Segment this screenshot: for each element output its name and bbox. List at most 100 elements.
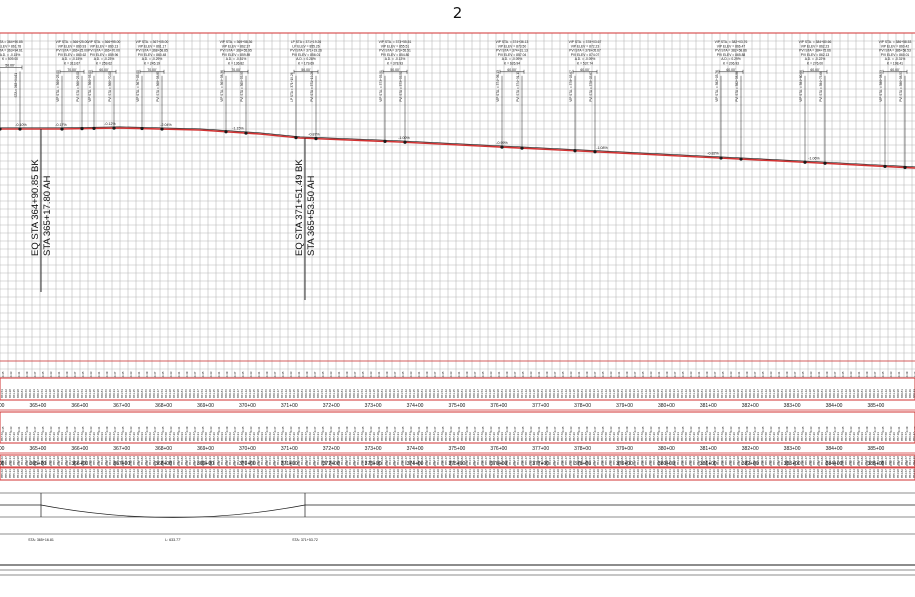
pt-station-label: STA: 371+53.72 bbox=[292, 538, 318, 542]
elevation-value: 861.15 bbox=[372, 389, 376, 398]
station-label: 365+00 bbox=[29, 403, 46, 409]
elevation-value: 857.10 bbox=[576, 432, 580, 441]
elevation-value: 860.66 bbox=[784, 389, 788, 398]
offset-value: -0.43 bbox=[89, 426, 93, 433]
elevation-value: 857.41 bbox=[568, 432, 572, 441]
offset-value: -0.43 bbox=[329, 426, 333, 433]
station-label: 373+00 bbox=[365, 446, 382, 452]
point-station-label: VIP STA. = 374+36.13 bbox=[496, 70, 500, 102]
elevation-value: 854.36 bbox=[432, 456, 436, 465]
vpi-text: LP ELEV = 855.26 bbox=[292, 44, 319, 48]
elevation-value: 854.82 bbox=[420, 456, 424, 465]
vertical-curve-length: 60.00' bbox=[507, 68, 516, 72]
elevation-value: 855.62 bbox=[760, 469, 764, 478]
elevation-value: 856.77 bbox=[584, 432, 588, 441]
offset-value: -0.41 bbox=[57, 460, 61, 467]
offset-value: -0.43 bbox=[169, 426, 173, 433]
point-station-label: VIP STA. = 366+95.00 bbox=[88, 70, 92, 102]
elevation-value: 855.14 bbox=[292, 469, 296, 478]
elevation-value: 854.98 bbox=[136, 456, 140, 465]
elevation-value: 854.51 bbox=[908, 456, 912, 465]
offset-row: -0.45-0.43-0.41-0.39-0.37-0.45-0.43-0.41… bbox=[1, 460, 915, 467]
elevation-value: 854.20 bbox=[196, 456, 200, 465]
elevation-value: 860.81 bbox=[180, 389, 184, 398]
offset-value: -0.37 bbox=[833, 426, 837, 433]
offset-value: -0.39 bbox=[345, 426, 349, 433]
offset-value: -0.41 bbox=[697, 371, 701, 378]
offset-value: -0.43 bbox=[409, 460, 413, 467]
offset-value: -0.45 bbox=[481, 371, 485, 378]
elevation-value: 857.41 bbox=[488, 432, 492, 441]
elevation-value: 854.51 bbox=[828, 456, 832, 465]
elevation-value: 854.67 bbox=[264, 456, 268, 465]
vpi-text: A.D. = 0.28% bbox=[296, 57, 316, 61]
station-label: 382+00 bbox=[742, 461, 759, 467]
elevation-value: 855.31 bbox=[768, 469, 772, 478]
elevation-value: 856.62 bbox=[228, 432, 232, 441]
elevation-value: 855.62 bbox=[0, 456, 4, 465]
elevation-value: 860.98 bbox=[456, 389, 460, 398]
elevation-value: 860.98 bbox=[736, 389, 740, 398]
offset-value: -0.45 bbox=[441, 426, 445, 433]
elevation-value: 860.66 bbox=[384, 389, 388, 398]
elevation-value: 857.10 bbox=[336, 432, 340, 441]
point-station-label: VIP STA. = 382+03.76 bbox=[715, 70, 719, 102]
offset-value: -0.37 bbox=[313, 371, 317, 378]
elevation-value: 856.77 bbox=[24, 432, 28, 441]
vpi-text: PVI STA = 371+19.26 bbox=[290, 49, 322, 53]
elevation-value: 860.17 bbox=[76, 389, 80, 398]
offset-value: -0.43 bbox=[129, 460, 133, 467]
offset-value: -0.37 bbox=[593, 460, 597, 467]
station-label: 370+00 bbox=[239, 403, 256, 409]
elevation-value: 855.14 bbox=[492, 469, 496, 478]
elevation-value: 854.67 bbox=[664, 456, 668, 465]
offset-value: -0.43 bbox=[569, 371, 573, 378]
offset-value: -0.41 bbox=[17, 460, 21, 467]
elevation-value: 854.51 bbox=[548, 469, 552, 478]
point-station-label: STA = 363+94.61 bbox=[14, 73, 18, 98]
offset-value: -0.39 bbox=[25, 371, 29, 378]
elevation-value: 855.31 bbox=[488, 469, 492, 478]
elevation-value: 854.20 bbox=[476, 469, 480, 478]
elevation-value: 855.31 bbox=[288, 469, 292, 478]
offset-value: -0.41 bbox=[897, 460, 901, 467]
offset-value: -0.37 bbox=[473, 426, 477, 433]
elevation-value: 855.31 bbox=[208, 469, 212, 478]
offset-value: -0.43 bbox=[849, 460, 853, 467]
elevation-value: 855.14 bbox=[412, 456, 416, 465]
vpi-text: VIP ELEV = 860.93 bbox=[58, 44, 87, 48]
vpi-text: K = 179.69 bbox=[298, 62, 314, 66]
elevation-value: 855.47 bbox=[244, 469, 248, 478]
elevation-value: 855.14 bbox=[732, 469, 736, 478]
offset-value: -0.41 bbox=[97, 460, 101, 467]
elevation-value: 856.47 bbox=[832, 432, 836, 441]
elevation-value: 861.42 bbox=[364, 389, 368, 398]
elevation-value: 856.47 bbox=[152, 432, 156, 441]
elevation-value: 860.17 bbox=[556, 389, 560, 398]
vpi-text: PVI ELEV = 862.13 bbox=[801, 53, 830, 57]
elevation-value: 854.20 bbox=[756, 456, 760, 465]
vpi-text: VIP STA. = 366+95.00 bbox=[88, 40, 121, 44]
elevation-value: 861.53 bbox=[640, 389, 644, 398]
elevation-value: 857.10 bbox=[216, 432, 220, 441]
offset-value: -0.45 bbox=[201, 371, 205, 378]
offset-value: -0.41 bbox=[897, 426, 901, 433]
elevation-value: 860.66 bbox=[184, 389, 188, 398]
offset-value: -0.45 bbox=[241, 371, 245, 378]
elevation-value: 855.31 bbox=[648, 469, 652, 478]
elevation-value: 855.47 bbox=[884, 456, 888, 465]
elevation-value: 856.93 bbox=[260, 432, 264, 441]
elevation-value: 855.14 bbox=[172, 456, 176, 465]
offset-value: -0.37 bbox=[713, 460, 717, 467]
elevation-value: 860.49 bbox=[388, 389, 392, 398]
elevation-value: 860.33 bbox=[672, 389, 676, 398]
elevation-value: 860.49 bbox=[508, 389, 512, 398]
offset-value: -0.45 bbox=[1, 371, 5, 378]
elevation-value: 860.49 bbox=[268, 389, 272, 398]
elevation-value: 854.51 bbox=[668, 456, 672, 465]
offset-value: -0.39 bbox=[145, 460, 149, 467]
vpi-text: A.D. = -0.29% bbox=[142, 57, 163, 61]
elevation-value: 856.31 bbox=[636, 432, 640, 441]
elevation-value: 860.98 bbox=[16, 389, 20, 398]
